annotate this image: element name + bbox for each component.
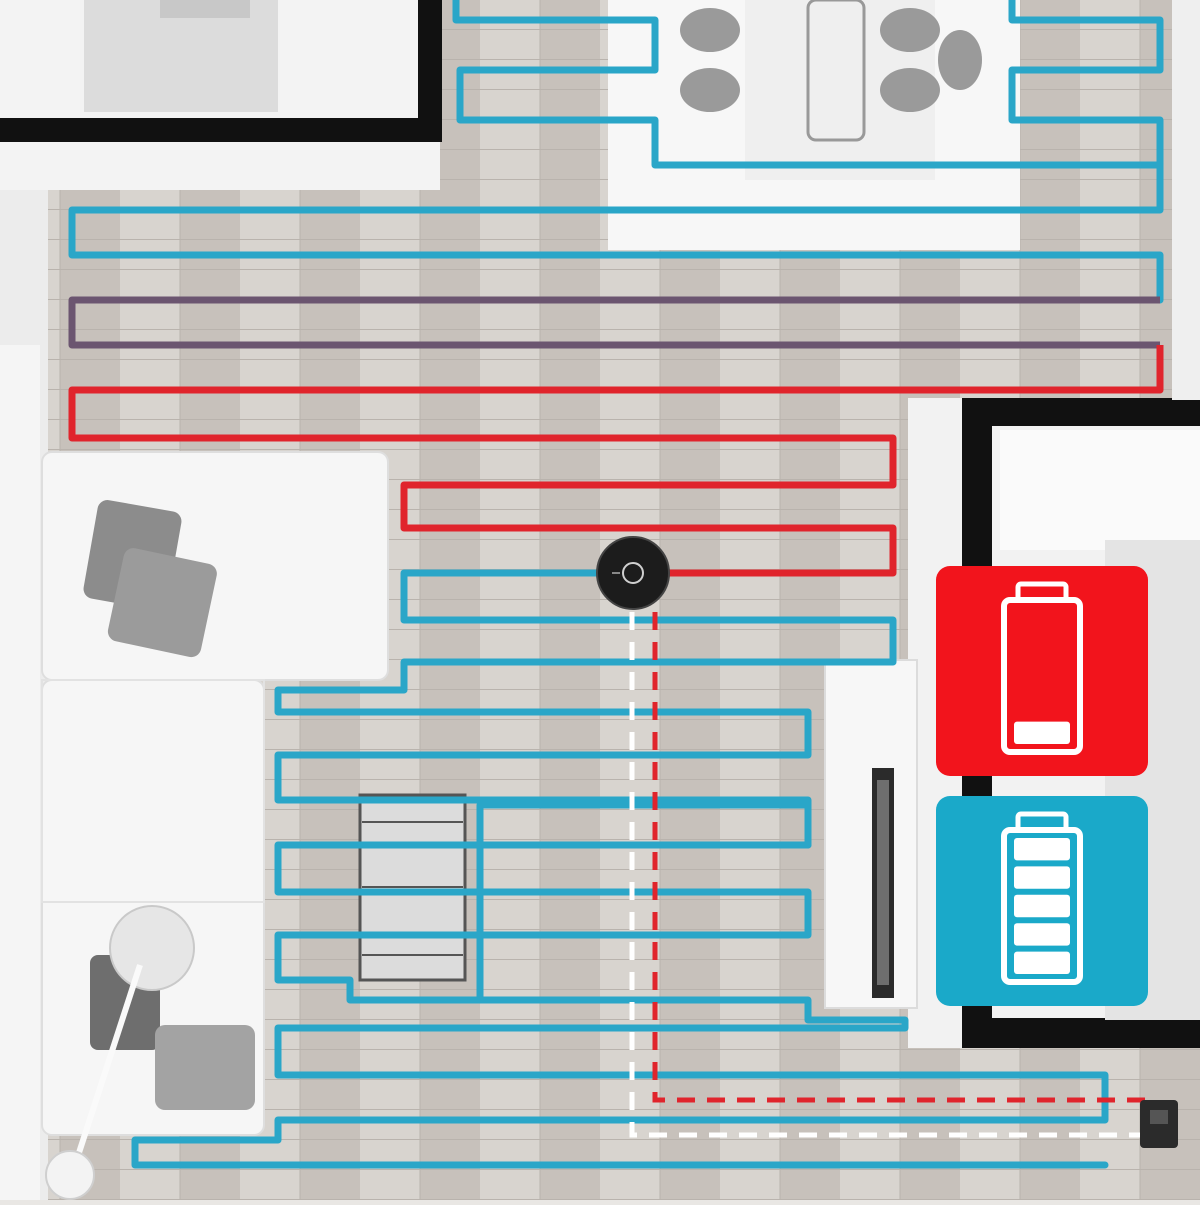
charging-dock-icon <box>1140 1100 1178 1148</box>
coffee-table <box>358 793 467 982</box>
battery-cell <box>1014 866 1070 889</box>
return-path-low <box>652 612 1145 1103</box>
battery-cell <box>1014 838 1070 861</box>
top-left-room <box>0 0 442 190</box>
battery-cell <box>1014 951 1070 974</box>
battery-full-icon <box>1001 811 1083 985</box>
battery-low-badge <box>936 566 1148 776</box>
cushion-icon <box>83 500 255 1110</box>
chair-icon <box>680 8 982 112</box>
floor-lamp-icon <box>45 905 195 1200</box>
return-path-full <box>629 612 1145 1138</box>
tv-cabinet <box>824 659 918 1009</box>
sofa <box>41 451 389 1136</box>
left-wall-panel <box>0 345 40 1200</box>
right-wall-strip <box>1172 0 1200 400</box>
battery-cell <box>1014 894 1070 918</box>
battery-low-icon <box>1001 581 1083 755</box>
battery-cell <box>1014 721 1070 744</box>
cleaning-path-low <box>68 345 1164 577</box>
battery-cell <box>1014 923 1070 946</box>
cleaning-path-mid <box>68 296 1160 349</box>
battery-full-badge <box>936 796 1148 1006</box>
cleaning-path-full <box>68 0 1164 1169</box>
robot-vacuum-icon <box>596 536 670 610</box>
